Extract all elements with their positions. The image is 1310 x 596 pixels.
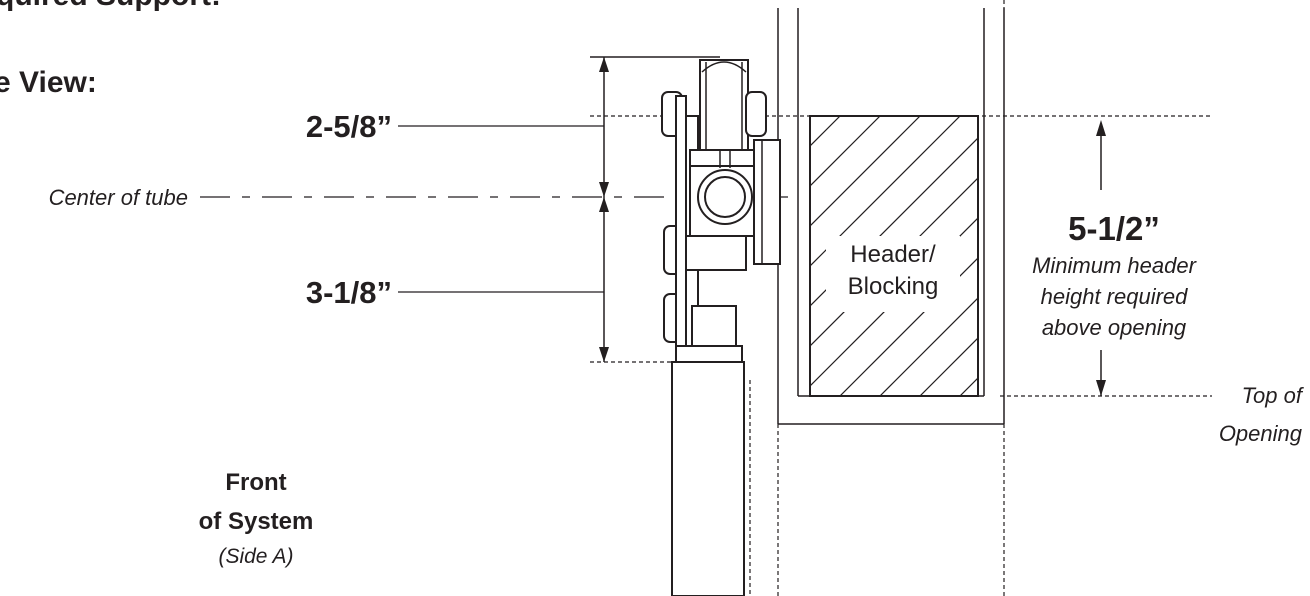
- header-dim-arrow-top: [1096, 120, 1106, 136]
- lower-dim-arrow-top: [599, 197, 609, 212]
- upper-dim-arrow-top: [599, 57, 609, 72]
- front-label-line3: (Side A): [218, 545, 293, 568]
- view-heading: e View:: [0, 66, 97, 99]
- front-label-line2: of System: [199, 508, 314, 535]
- header-note-line3: above opening: [1042, 315, 1187, 340]
- header-label-mask: [826, 236, 960, 312]
- header-dim-arrow-bottom: [1096, 380, 1106, 396]
- track-assembly: [661, 59, 781, 596]
- front-label-line1: Front: [225, 469, 286, 496]
- header-note-line2: height required: [1041, 284, 1189, 309]
- upper-dimension-label: 2-5/8”: [306, 109, 392, 144]
- top-of-opening-line2: Opening: [1219, 421, 1303, 446]
- lower-dimension-label: 3-1/8”: [306, 275, 392, 310]
- center-of-tube-label: Center of tube: [49, 185, 188, 210]
- section-heading: quired Support:: [0, 0, 221, 12]
- lower-dim-arrow-bottom: [599, 347, 609, 362]
- header-height-label: 5-1/2”: [1068, 210, 1160, 247]
- header-label-line2: Blocking: [848, 273, 939, 300]
- top-of-opening-line1: Top of: [1242, 383, 1305, 408]
- header-label-line1: Header/: [850, 241, 936, 268]
- header-note-line1: Minimum header: [1032, 253, 1198, 278]
- upper-dim-arrow-bottom: [599, 182, 609, 197]
